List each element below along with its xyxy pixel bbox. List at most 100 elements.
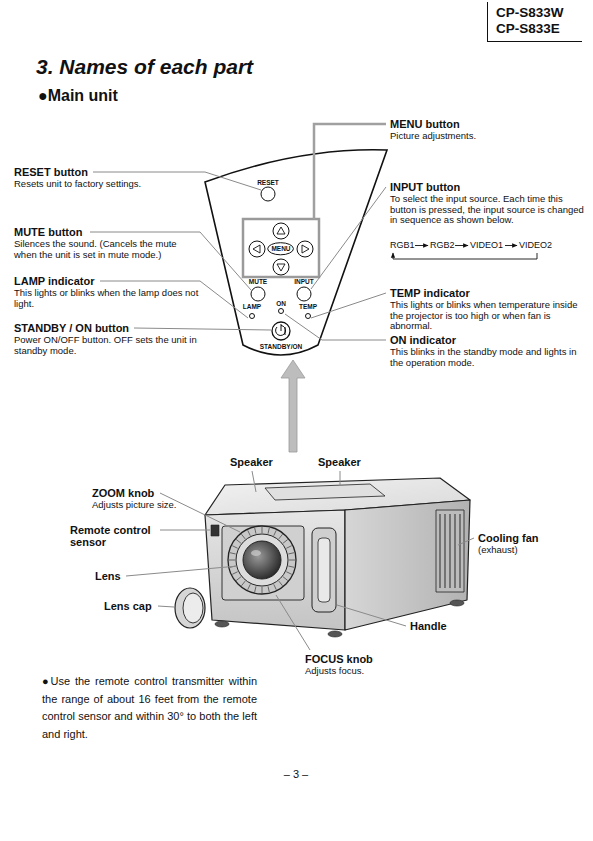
callout-heading: INPUT button — [390, 181, 460, 193]
callout-text: This lights or blinks when temperature i… — [390, 300, 588, 332]
projector-body — [205, 478, 470, 637]
projector-body — [265, 484, 385, 500]
knurl-stroke — [232, 546, 237, 549]
callout-heading: MENU button — [390, 118, 460, 130]
callout-text: Resets unit to factory settings. — [14, 179, 199, 190]
panel-label: TEMP — [296, 303, 320, 310]
callout-text: Power ON/OFF button. OFF sets the unit i… — [14, 335, 199, 356]
projector-body — [312, 528, 336, 612]
control-panel — [243, 219, 319, 277]
leader-lines — [126, 566, 238, 576]
panel-label: ON — [272, 300, 290, 307]
part-name: FOCUS knob — [305, 653, 373, 665]
grille-slot — [449, 514, 450, 588]
knurl-stroke — [236, 539, 241, 543]
panel-label: STANDBY/ON — [251, 343, 311, 350]
leader-lines — [285, 314, 386, 340]
control-panel — [273, 223, 289, 239]
leader-lines — [158, 606, 174, 607]
control-panel — [279, 309, 284, 314]
model-box: CP-S833W CP-S833E — [487, 2, 582, 42]
leader-lines — [90, 124, 386, 340]
knurl-stroke — [286, 546, 291, 549]
fan-grille — [440, 514, 460, 588]
input-sequence-arrows — [455, 245, 468, 246]
control-panel — [277, 264, 285, 271]
control-panel — [250, 314, 255, 319]
callout-heading: RESET button — [14, 166, 88, 178]
part-name: Lens cap — [104, 600, 152, 612]
knurl-stroke — [248, 530, 251, 535]
lens-cap — [183, 593, 203, 623]
knurl-stroke — [286, 572, 291, 575]
leader-lines — [100, 281, 248, 318]
pointer-arrow — [281, 360, 305, 452]
callout-text: This lights or blinks when the lamp does… — [14, 288, 199, 309]
knurl-stroke — [268, 586, 269, 592]
part-name: Lens — [95, 570, 121, 582]
projector-body — [436, 510, 464, 592]
knurl-stroke — [274, 584, 277, 589]
page-number: – 3 – — [266, 768, 326, 781]
callout-heading: ON indicator — [390, 334, 456, 346]
input-source: VIDEO2 — [519, 240, 552, 251]
knurl-stroke — [236, 577, 241, 581]
control-panel — [273, 259, 289, 275]
input-sequence-arrows — [393, 246, 537, 260]
knurl-stroke — [289, 560, 295, 561]
input-source: VIDEO1 — [470, 240, 503, 251]
control-panel — [261, 187, 275, 201]
callout-heading: MUTE button — [14, 226, 82, 238]
control-panel — [272, 322, 290, 340]
leader-lines — [252, 471, 256, 492]
usage-note: ●Use the remote control transmitter with… — [42, 673, 257, 743]
control-panel — [251, 287, 265, 301]
panel-label: RESET — [253, 179, 283, 186]
projector-body — [205, 510, 345, 630]
leader-lines — [311, 293, 386, 318]
part-note: Adjusts picture size. — [92, 500, 242, 511]
node-text: CP-S833W CP-S833E — [496, 5, 576, 37]
section-heading: ●Main unit — [38, 86, 118, 105]
panel-label: LAMP — [240, 303, 264, 310]
lens — [228, 526, 296, 594]
part-name: Handle — [410, 620, 447, 632]
projector-body — [345, 500, 470, 630]
knurl-stroke — [279, 534, 283, 539]
lens-cap — [175, 588, 205, 628]
input-sequence-arrows — [505, 245, 517, 246]
knurl-stroke — [274, 530, 277, 535]
callout-text: This blinks in the standby mode and ligh… — [390, 347, 588, 368]
panel-label: MUTE — [246, 278, 270, 285]
callout-heading: TEMP indicator — [390, 287, 470, 299]
grille-slot — [459, 514, 460, 588]
input-source: RGB2 — [430, 240, 455, 251]
grille-slot — [454, 514, 455, 588]
lens — [229, 527, 295, 593]
knurl-stroke — [262, 587, 263, 593]
leader-lines — [126, 471, 474, 650]
leader-lines — [311, 187, 386, 289]
knurl-stroke — [288, 553, 294, 554]
knurl-stroke — [255, 586, 256, 592]
projector-body — [328, 631, 342, 637]
lens — [236, 534, 288, 586]
callout-heading: STANDBY / ON button — [14, 322, 129, 334]
control-panel — [253, 245, 260, 253]
control-panel — [297, 287, 311, 301]
projector-body — [222, 526, 304, 600]
leader-lines — [160, 493, 240, 532]
part-note: Adjusts focus. — [305, 666, 364, 677]
control-panel — [277, 227, 285, 234]
input-source: RGB1 — [390, 240, 415, 251]
grille-slot — [439, 514, 440, 588]
menu-button: MENU — [267, 242, 294, 256]
callout-text: Picture adjustments. — [390, 131, 580, 142]
knurl-stroke — [283, 577, 288, 581]
lens — [228, 526, 296, 594]
part-name: Remote control sensor — [70, 524, 165, 548]
panel-label: INPUT — [292, 278, 316, 285]
knurl-stroke — [241, 534, 245, 539]
knurl-stroke — [241, 581, 245, 586]
